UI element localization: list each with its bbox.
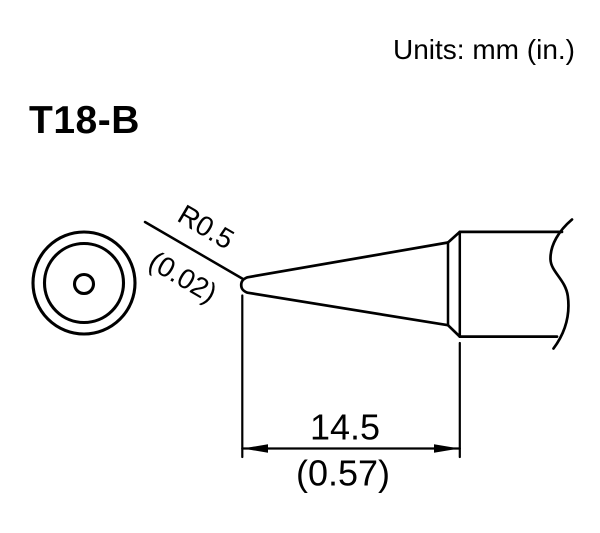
dimension-arrow-right xyxy=(434,444,460,453)
cone-profile-outline xyxy=(239,241,450,327)
length-label-mm: 14.5 xyxy=(310,407,380,448)
tip-radius-label-in: (0.02) xyxy=(144,245,223,309)
units-label: Units: mm (in.) xyxy=(393,34,575,65)
end-view-inner-circle xyxy=(42,241,126,325)
end-view-outer-circle xyxy=(31,230,137,336)
dimension-arrow-left xyxy=(242,444,268,453)
drawing-linework xyxy=(31,218,574,459)
tip-radius-label-mm: R0.5 xyxy=(173,199,240,256)
end-view-center-circle xyxy=(72,272,96,296)
model-number-title: T18-B xyxy=(29,99,140,142)
break-line xyxy=(549,218,574,350)
bevel-top-edge xyxy=(446,230,462,244)
bevel-bottom-edge xyxy=(446,323,462,338)
length-label-in: (0.57) xyxy=(296,453,390,494)
radius-leader-line xyxy=(143,220,245,281)
